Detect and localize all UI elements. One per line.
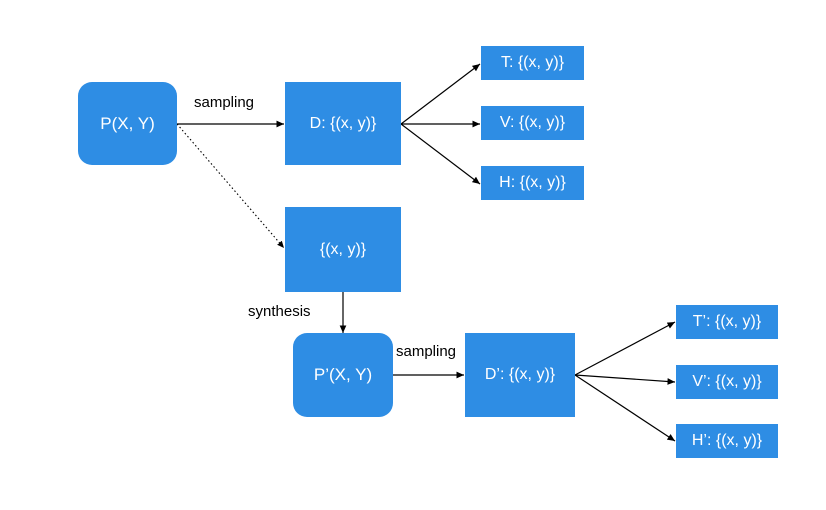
label-sampling-bottom: sampling bbox=[396, 343, 457, 360]
node-h-prime-split: H’: {(x, y)} bbox=[676, 424, 778, 458]
edge-d2-to-v2 bbox=[574, 374, 676, 385]
node-v-split: V: {(x, y)} bbox=[481, 106, 584, 140]
edge-p-to-s-dotted bbox=[176, 123, 285, 249]
label-sampling-top: sampling bbox=[194, 94, 255, 111]
node-d-prime-dataset: D’: {(x, y)} bbox=[465, 333, 575, 417]
node-p-prime-distribution: P’(X, Y) bbox=[293, 333, 393, 417]
edge-d-to-t bbox=[400, 63, 481, 125]
edge-d-to-h bbox=[400, 123, 481, 185]
node-v-prime-split: V’: {(x, y)} bbox=[676, 365, 778, 399]
node-p-distribution: P(X, Y) bbox=[78, 82, 177, 165]
node-synthetic-samples: {(x, y)} bbox=[285, 207, 401, 292]
node-d-dataset: D: {(x, y)} bbox=[285, 82, 401, 165]
node-h-split: H: {(x, y)} bbox=[481, 166, 584, 200]
node-t-prime-split: T’: {(x, y)} bbox=[676, 305, 778, 339]
node-t-split: T: {(x, y)} bbox=[481, 46, 584, 80]
edge-d2-to-t2 bbox=[574, 321, 676, 376]
edge-d2-to-h2 bbox=[574, 374, 676, 442]
label-synthesis: synthesis bbox=[248, 303, 311, 320]
